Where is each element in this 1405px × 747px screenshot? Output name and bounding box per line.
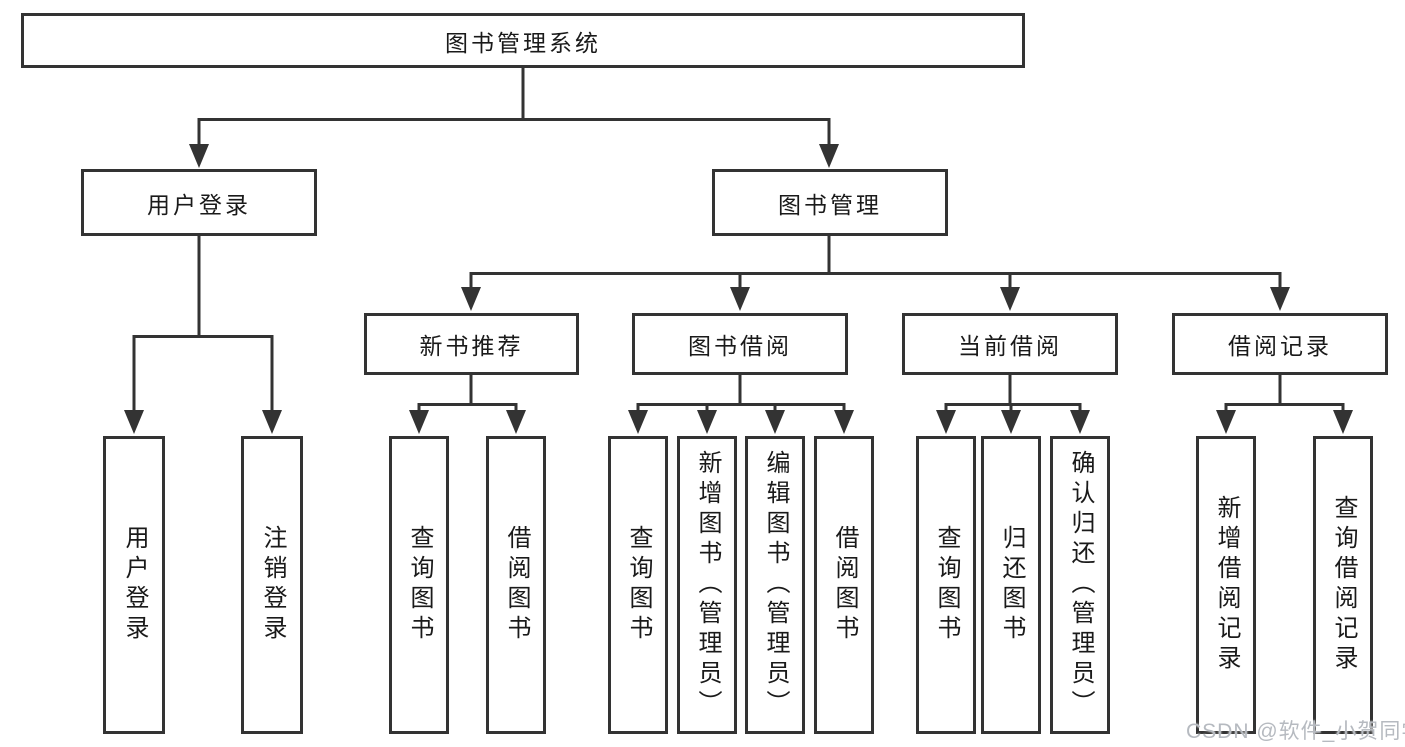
leaf-confirm-return-admin-label: 确认归还（管理员） [1067, 450, 1094, 720]
group-new-book-recommend-label: 新书推荐 [419, 333, 524, 359]
leaf-add-book-admin-label: 新增图书（管理员） [694, 450, 721, 720]
group-book-borrow-label: 图书借阅 [688, 333, 792, 359]
leaf-user-login-label: 用户登录 [121, 525, 148, 645]
leaf-borrow-books-label: 借阅图书 [831, 525, 858, 645]
arrowhead-group [124, 144, 1353, 434]
group-book-borrow: 图书借阅 [632, 313, 848, 375]
group-new-book-recommend: 新书推荐 [364, 313, 579, 375]
branch-user-login-label: 用户登录 [147, 191, 251, 218]
leaf-edit-book-admin: 编辑图书（管理员） [745, 436, 805, 734]
leaf-logout-label: 注销登录 [259, 525, 286, 645]
leaf-return-books: 归还图书 [981, 436, 1041, 734]
leaf-add-borrow-record: 新增借阅记录 [1196, 436, 1256, 734]
group-borrow-records: 借阅记录 [1172, 313, 1388, 375]
leaf-query-borrow-record: 查询借阅记录 [1313, 436, 1373, 734]
leaf-edit-book-admin-label: 编辑图书（管理员） [762, 450, 789, 720]
group-current-borrow: 当前借阅 [902, 313, 1118, 375]
leaf-user-login: 用户登录 [103, 436, 165, 734]
root-node-library-system: 图书管理系统 [21, 13, 1025, 68]
leaf-return-books-label: 归还图书 [998, 525, 1025, 645]
root-node-label: 图书管理系统 [445, 29, 601, 56]
leaf-query-books-borrow-label: 查询图书 [625, 525, 652, 645]
leaf-confirm-return-admin: 确认归还（管理员） [1050, 436, 1110, 734]
group-current-borrow-label: 当前借阅 [958, 333, 1062, 359]
group-borrow-records-label: 借阅记录 [1228, 333, 1332, 359]
leaf-borrow-books-newbook: 借阅图书 [486, 436, 546, 734]
leaf-query-books-newbook: 查询图书 [389, 436, 449, 734]
leaf-borrow-books: 借阅图书 [814, 436, 874, 734]
leaf-query-borrow-record-label: 查询借阅记录 [1330, 495, 1357, 675]
branch-user-login: 用户登录 [81, 169, 317, 236]
branch-book-management: 图书管理 [712, 169, 948, 236]
leaf-borrow-books-newbook-label: 借阅图书 [503, 525, 530, 645]
branch-book-management-label: 图书管理 [778, 191, 882, 218]
leaf-add-borrow-record-label: 新增借阅记录 [1213, 495, 1240, 675]
leaf-logout: 注销登录 [241, 436, 303, 734]
leaf-query-books-borrow: 查询图书 [608, 436, 668, 734]
leaf-query-books-current: 查询图书 [916, 436, 976, 734]
csdn-watermark: CSDN @软件_小贺同学 [1186, 720, 1405, 743]
leaf-query-books-current-label: 查询图书 [933, 525, 960, 645]
leaf-add-book-admin: 新增图书（管理员） [677, 436, 737, 734]
leaf-query-books-newbook-label: 查询图书 [406, 525, 433, 645]
